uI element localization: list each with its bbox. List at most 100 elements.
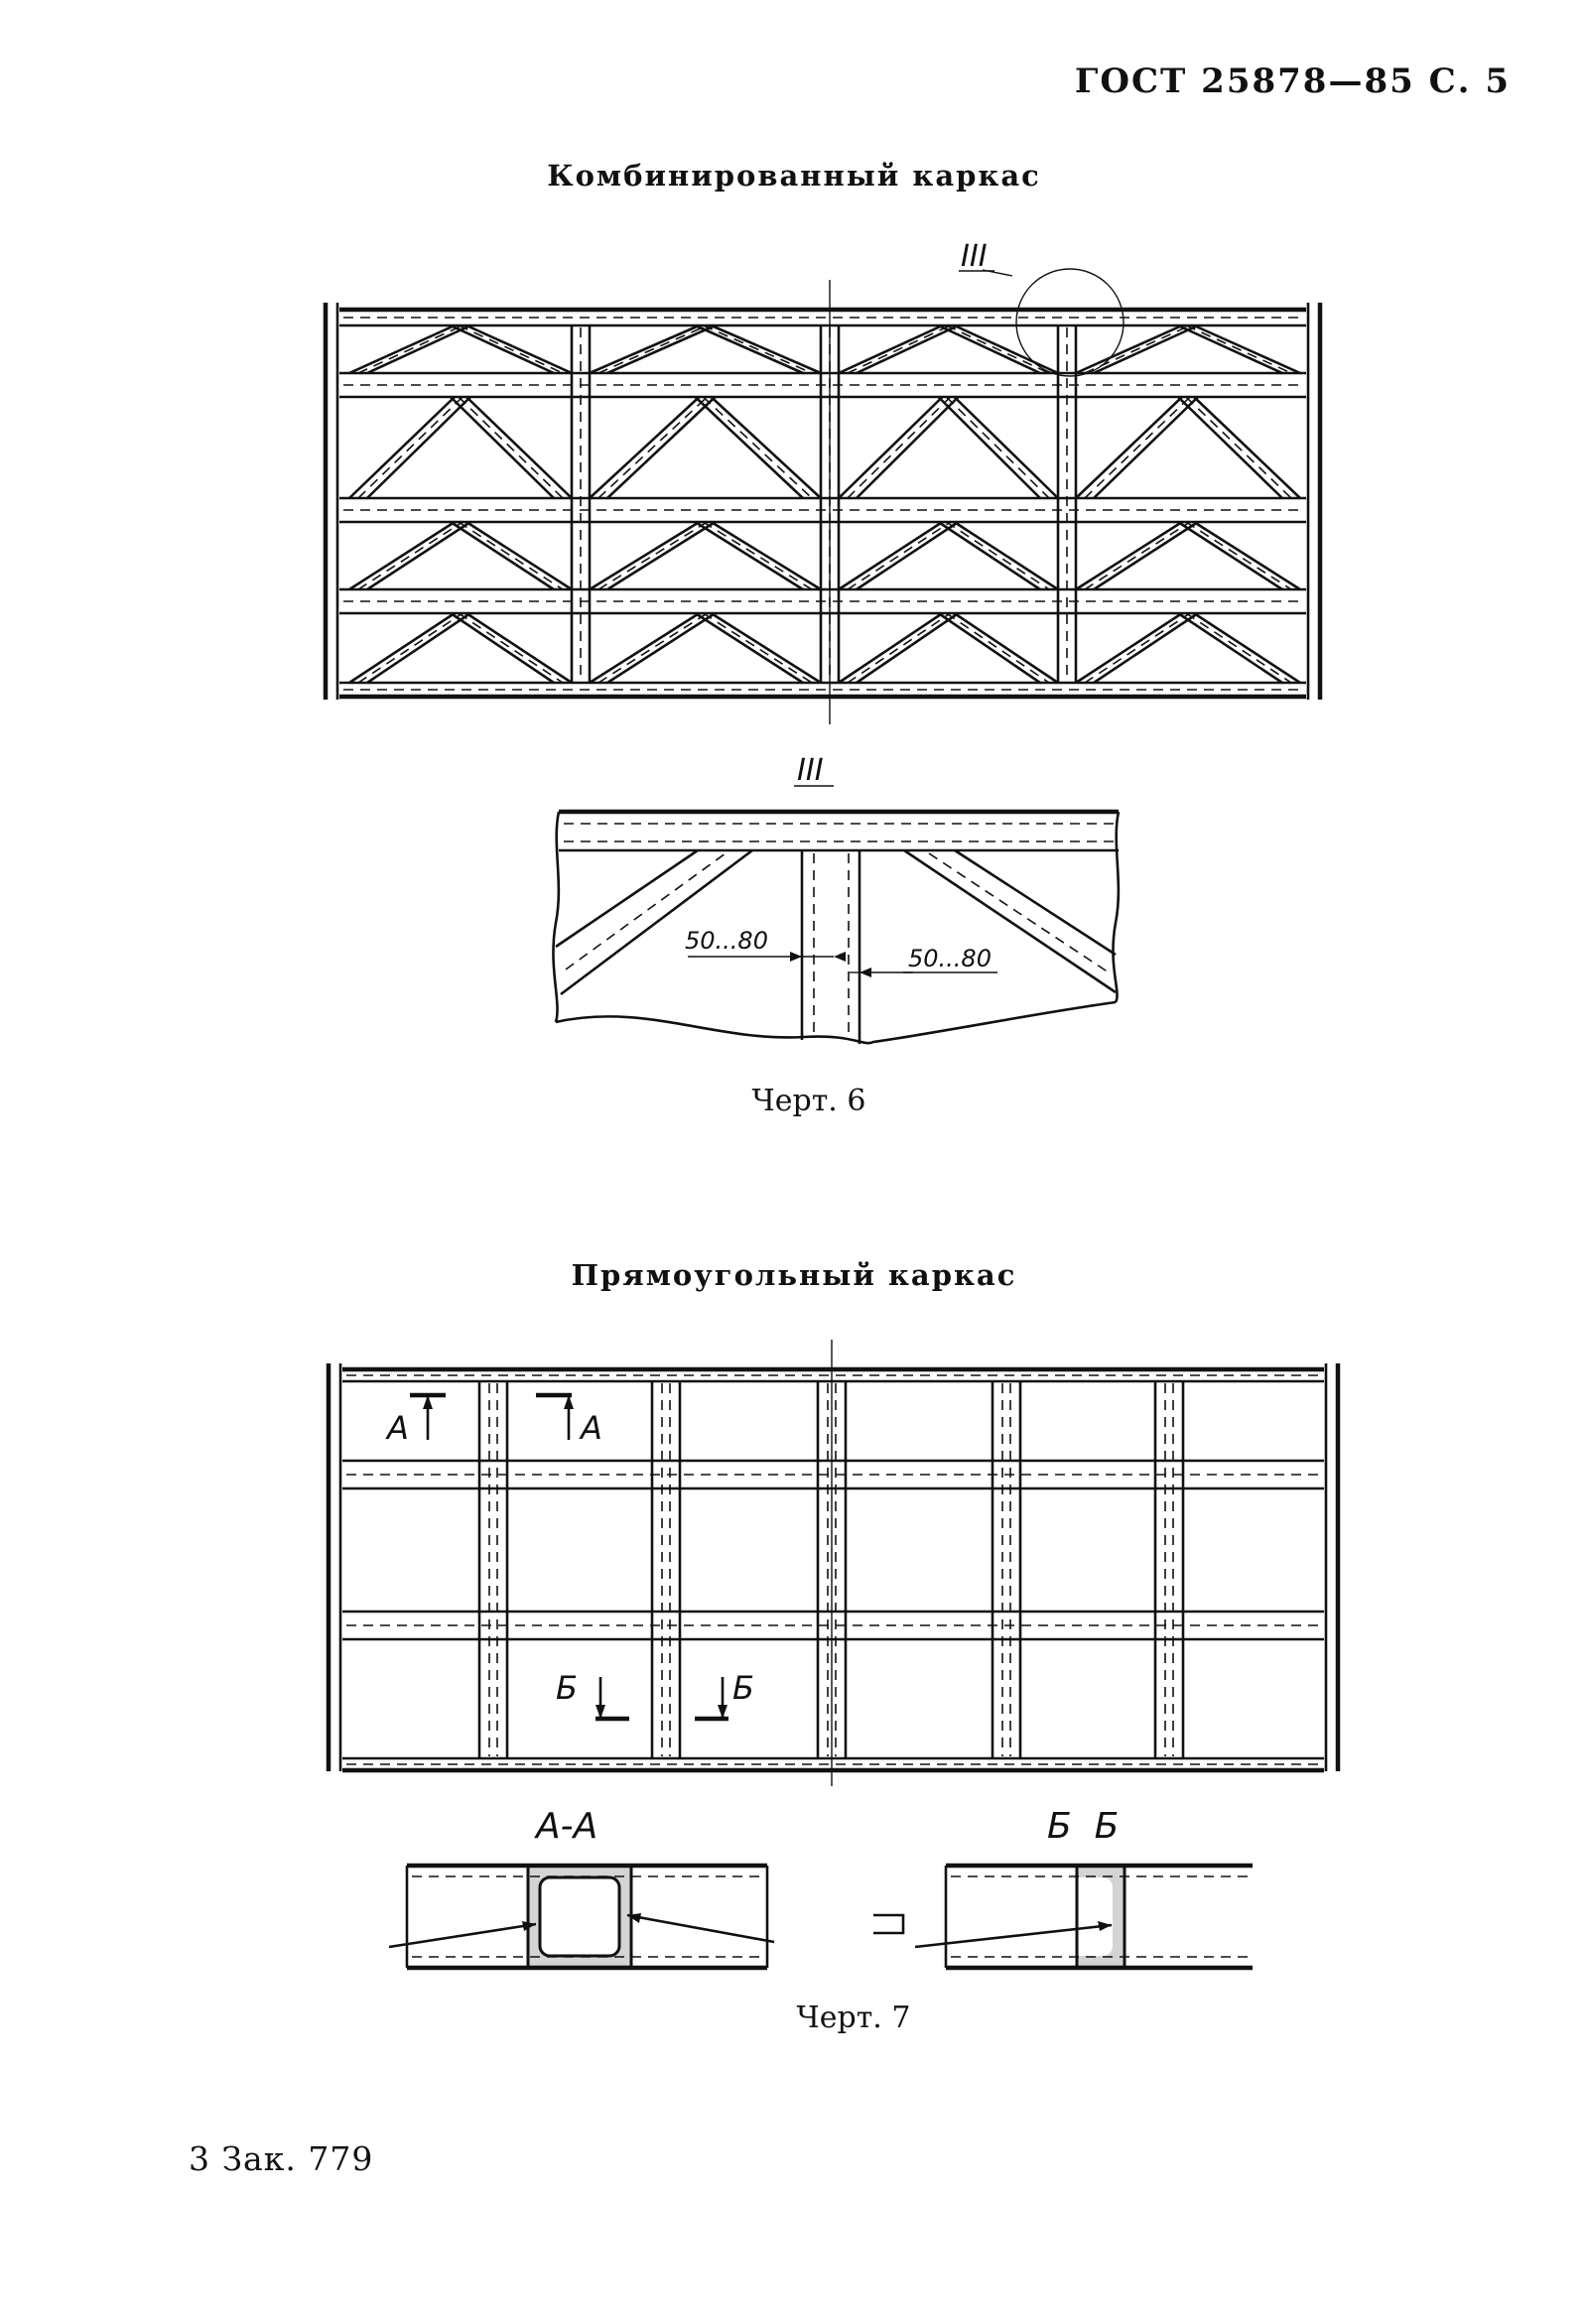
frame6-brace bbox=[348, 396, 456, 499]
frame6-brace bbox=[1177, 611, 1283, 685]
figure7-title: Прямоугольный каркас bbox=[571, 1258, 1017, 1292]
marker-b-right: Б bbox=[732, 1669, 754, 1707]
page-header: ГОСТ 25878—85 С. 5 bbox=[1074, 62, 1511, 101]
combined-frame-drawing bbox=[323, 280, 1323, 724]
frame6-brace bbox=[606, 323, 717, 375]
frame6-brace bbox=[937, 323, 1041, 375]
frame6-brace bbox=[606, 520, 717, 591]
frame6-brace bbox=[465, 396, 573, 499]
frame6-brace bbox=[366, 323, 471, 375]
frame6-brace bbox=[710, 520, 822, 591]
marker-a-right: А bbox=[579, 1409, 602, 1447]
frame6-brace bbox=[1177, 520, 1283, 591]
frame6-brace-weld bbox=[703, 612, 813, 684]
callout-III-label: III bbox=[961, 239, 988, 274]
frame6-brace bbox=[366, 520, 471, 591]
frame6-brace bbox=[1075, 520, 1183, 591]
section-a-a-drawing bbox=[388, 1863, 775, 1971]
frame6-brace-weld bbox=[702, 396, 813, 499]
frame6-brace-weld bbox=[597, 396, 709, 499]
frame6-brace bbox=[1177, 396, 1283, 499]
frame6-brace bbox=[450, 396, 555, 499]
frame6-brace bbox=[694, 520, 804, 591]
frame6-brace bbox=[589, 323, 701, 375]
frame6-brace bbox=[838, 520, 944, 591]
frame6-brace-weld bbox=[357, 612, 463, 684]
frame6-brace bbox=[838, 611, 944, 685]
frame6-brace bbox=[856, 611, 960, 685]
frame6-brace bbox=[606, 611, 717, 685]
frame6-brace-weld bbox=[1185, 396, 1292, 499]
frame6-brace bbox=[589, 611, 701, 685]
frame6-brace bbox=[348, 611, 456, 685]
footer-order-number: 3 Зак. 779 bbox=[189, 2139, 374, 2178]
frame6-brace bbox=[366, 611, 471, 685]
frame6-brace bbox=[856, 396, 960, 499]
frame6-brace-weld bbox=[847, 521, 951, 590]
frame6-brace bbox=[465, 520, 573, 591]
frame6-brace bbox=[1193, 520, 1301, 591]
frame6-brace bbox=[1093, 520, 1199, 591]
frame6-brace bbox=[606, 396, 717, 499]
figure6-title: Комбинированный каркас bbox=[547, 159, 1041, 193]
frame6-brace bbox=[937, 520, 1041, 591]
frame6-brace bbox=[589, 520, 701, 591]
dimension-right: 50...80 bbox=[908, 945, 992, 972]
frame6-brace bbox=[1193, 611, 1301, 685]
frame6-brace bbox=[953, 520, 1059, 591]
section-b-label: Б Б bbox=[1047, 1806, 1119, 1847]
frame6-brace bbox=[589, 396, 701, 499]
detail-III-label: III bbox=[797, 753, 824, 788]
frame6-brace-weld bbox=[1084, 612, 1191, 684]
figure7-caption: Черт. 7 bbox=[796, 2001, 911, 2035]
frame6-brace-weld bbox=[1185, 324, 1292, 374]
figure6-caption: Черт. 6 bbox=[751, 1084, 866, 1118]
frame6-brace bbox=[1093, 323, 1199, 375]
frame6-brace bbox=[838, 396, 944, 499]
rectangular-frame-drawing bbox=[326, 1340, 1341, 1786]
frame6-brace bbox=[465, 611, 573, 685]
frame6-brace-weld bbox=[847, 396, 952, 499]
frame6-brace bbox=[710, 611, 822, 685]
frame6-brace bbox=[694, 323, 804, 375]
frame6-brace bbox=[710, 323, 822, 375]
frame6-brace bbox=[856, 520, 960, 591]
section-b-b-drawing bbox=[873, 1863, 1253, 1971]
frame6-brace-weld bbox=[946, 324, 1050, 374]
frame6-brace bbox=[937, 396, 1041, 499]
frame6-brace-weld bbox=[703, 324, 813, 374]
section-mark-III: III bbox=[794, 753, 834, 788]
frame6-brace-weld bbox=[1084, 521, 1191, 590]
frame6-brace bbox=[1093, 611, 1199, 685]
frame6-brace-weld bbox=[458, 324, 564, 374]
frame6-brace bbox=[366, 396, 471, 499]
frame6-brace bbox=[953, 611, 1059, 685]
frame6-brace-weld bbox=[946, 612, 1050, 684]
frame6-brace-weld bbox=[703, 521, 813, 590]
frame6-brace bbox=[1193, 323, 1301, 375]
frame6-brace bbox=[465, 323, 573, 375]
frame6-brace-weld bbox=[458, 612, 564, 684]
frame6-brace-weld bbox=[1084, 396, 1191, 499]
frame6-brace bbox=[937, 611, 1041, 685]
frame6-brace-weld bbox=[597, 521, 708, 590]
marker-a-left: А bbox=[385, 1409, 409, 1447]
frame6-brace-weld bbox=[458, 396, 564, 499]
frame6-brace-weld bbox=[847, 612, 951, 684]
frame6-brace-weld bbox=[597, 612, 708, 684]
frame6-brace-weld bbox=[1185, 612, 1292, 684]
frame6-brace bbox=[953, 323, 1059, 375]
frame6-brace bbox=[348, 520, 456, 591]
frame6-brace bbox=[348, 323, 456, 375]
dimension-left: 50...80 bbox=[685, 927, 768, 955]
marker-b-left: Б bbox=[556, 1669, 578, 1707]
callout-III: III bbox=[959, 239, 1125, 377]
frame6-brace bbox=[450, 323, 555, 375]
frame6-brace bbox=[450, 611, 555, 685]
frame6-brace-weld bbox=[1185, 521, 1292, 590]
frame6-brace-weld bbox=[357, 396, 463, 499]
frame6-brace bbox=[710, 396, 822, 499]
frame6-brace bbox=[1075, 323, 1183, 375]
frame6-brace bbox=[838, 323, 944, 375]
